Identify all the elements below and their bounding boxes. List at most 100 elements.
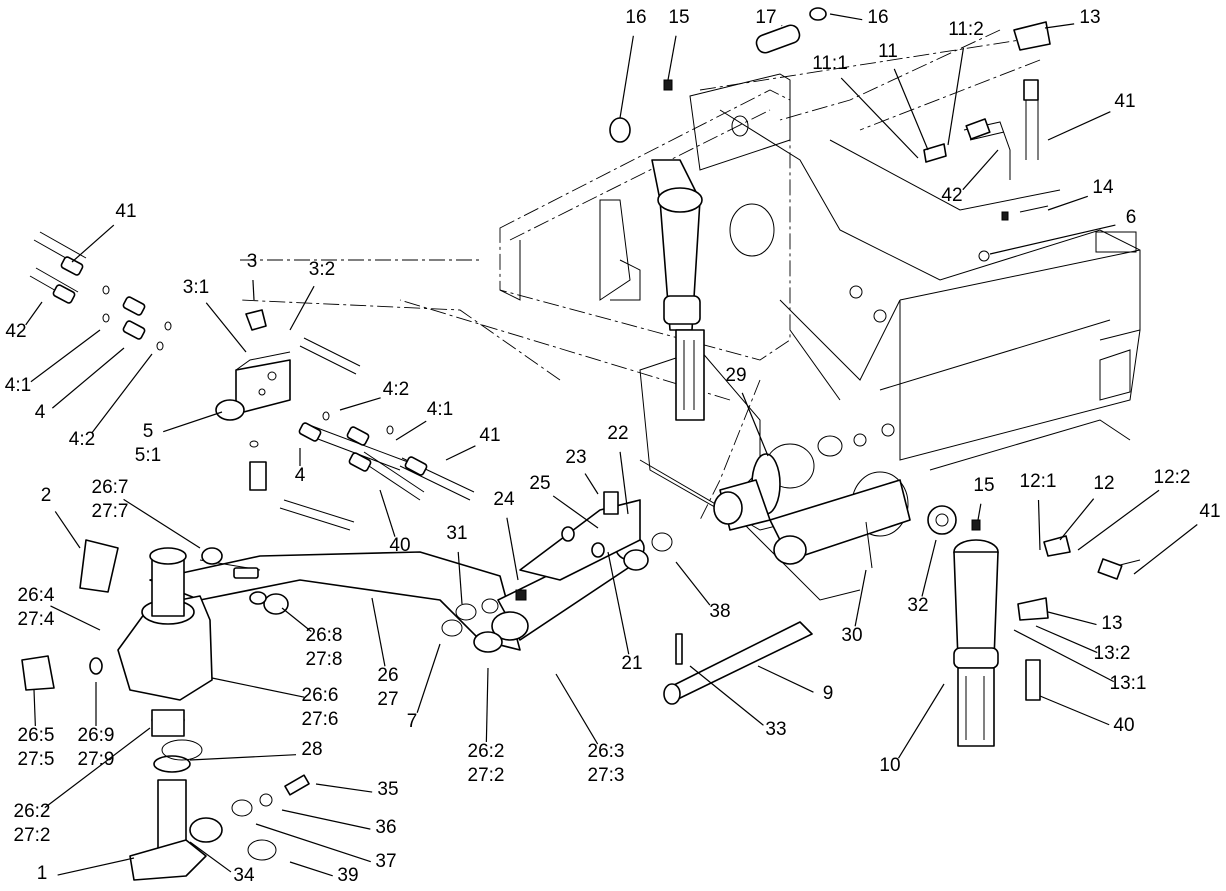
callout-c41c: 41 [479, 425, 500, 446]
callout-c11_2: 11:2 [948, 19, 984, 40]
callout-c11_1: 11:1 [812, 53, 848, 74]
leader-line-c39 [289, 861, 333, 877]
callout-c4_1a: 4:1 [5, 375, 31, 396]
callout-c26_7: 26:7 [92, 477, 129, 498]
leader-line-c37 [255, 823, 371, 863]
callout-c26: 26 [377, 665, 398, 686]
leader-line-c41a [1047, 111, 1111, 141]
callout-c15a: 15 [668, 7, 689, 28]
callout-c9: 9 [823, 683, 834, 704]
leader-line-c29 [741, 392, 769, 457]
leader-line-c4_2a [91, 353, 153, 434]
leader-line-c41c [445, 445, 476, 461]
leader-line-c3 [252, 279, 255, 301]
leader-line-c26_6 [211, 677, 305, 698]
leader-line-c32 [921, 539, 937, 597]
callout-c4_2b: 4:2 [383, 379, 409, 400]
callout-c38: 38 [709, 601, 730, 622]
leader-line-c36 [281, 809, 371, 830]
callout-c4_1b: 4:1 [427, 399, 453, 420]
leader-line-c34 [189, 841, 232, 873]
callout-c26_4: 26:4 [18, 585, 55, 606]
callout-c4b: 4 [295, 465, 306, 486]
leader-line-c26_4 [50, 605, 101, 631]
callout-c14: 14 [1092, 177, 1114, 198]
leader-line-c7 [416, 643, 441, 713]
callout-c27_2b: 27:2 [468, 765, 505, 786]
callout-c26_6: 26:6 [302, 685, 339, 706]
leader-line-c33 [689, 665, 764, 726]
callout-c26_3: 26:3 [588, 741, 625, 762]
callout-c41b: 41 [115, 201, 136, 222]
leader-line-c10 [897, 683, 945, 759]
callout-c39: 39 [337, 865, 358, 886]
leader-line-c26_7 [123, 498, 201, 549]
callout-c36: 36 [375, 817, 396, 838]
callout-c11: 11 [878, 41, 898, 62]
leader-line-c5 [163, 411, 223, 433]
callout-c35: 35 [377, 779, 398, 800]
leader-line-c13a [1044, 23, 1075, 29]
leader-line-c11 [893, 68, 929, 151]
callout-c2: 2 [41, 485, 52, 506]
leader-line-c2 [54, 511, 81, 549]
callout-c27_2a: 27:2 [14, 825, 51, 846]
leader-line-c12_1 [1037, 499, 1041, 551]
callout-c4_2a: 4:2 [69, 429, 95, 450]
leader-line-c42a [962, 149, 999, 191]
callout-c12_1: 12:1 [1020, 471, 1057, 492]
callout-c5: 5 [143, 421, 154, 442]
callout-c32: 32 [907, 595, 928, 616]
callout-c26_9: 26:9 [78, 725, 115, 746]
leader-line-c26_8 [281, 607, 312, 632]
callout-c7: 7 [407, 711, 418, 732]
leader-line-c6 [989, 224, 1116, 255]
leader-line-c40a [379, 489, 396, 537]
leader-line-c4_1a [30, 329, 101, 383]
callout-c15b: 15 [973, 475, 994, 496]
leader-line-c13b [1047, 611, 1097, 626]
callout-c3_2: 3:2 [309, 259, 335, 280]
callout-c4a: 4 [35, 402, 46, 423]
callout-c31: 31 [446, 523, 467, 544]
callout-c26_8: 26:8 [306, 625, 343, 646]
callout-c41d: 41 [1199, 501, 1220, 522]
callout-c1: 1 [37, 863, 48, 884]
callout-c26_5: 26:5 [18, 725, 55, 746]
leader-line-c1 [57, 857, 135, 876]
leader-line-c16b [829, 13, 863, 21]
callout-c40a: 40 [389, 535, 410, 556]
callout-c27_9: 27:9 [78, 749, 115, 770]
leader-line-c15b [977, 503, 982, 521]
callout-c26_2b: 26:2 [468, 741, 505, 762]
leader-line-c28 [189, 754, 297, 761]
callout-c33: 33 [765, 719, 786, 740]
callout-c27_6: 27:6 [302, 709, 339, 730]
callout-c27_7: 27:7 [92, 501, 129, 522]
leader-line-c16a [619, 35, 634, 119]
leader-line-c11_2 [947, 47, 965, 146]
callout-c22: 22 [607, 423, 628, 444]
callout-c27_8: 27:8 [306, 649, 343, 670]
leader-line-c30 [854, 569, 867, 627]
callout-c23: 23 [565, 447, 586, 468]
leader-line-c13_1 [1013, 629, 1115, 683]
leader-line-c4_2b [339, 397, 381, 411]
callout-c27: 27 [377, 689, 398, 710]
leader-line-c24 [506, 517, 519, 581]
right-hoses [923, 21, 1141, 701]
callout-c37: 37 [375, 851, 396, 872]
leader-line-c25 [552, 495, 599, 529]
leader-line-c23 [584, 473, 599, 495]
callout-c26_2a: 26:2 [14, 801, 51, 822]
leader-line-c26_2b [485, 667, 489, 743]
callout-c10: 10 [879, 755, 900, 776]
callout-c28: 28 [301, 739, 322, 760]
leader-line-c4a [51, 347, 125, 409]
callout-c12: 12 [1093, 473, 1114, 494]
callout-c27_3: 27:3 [588, 765, 625, 786]
leader-line-c42b [25, 301, 43, 326]
callout-c40b: 40 [1113, 715, 1134, 736]
